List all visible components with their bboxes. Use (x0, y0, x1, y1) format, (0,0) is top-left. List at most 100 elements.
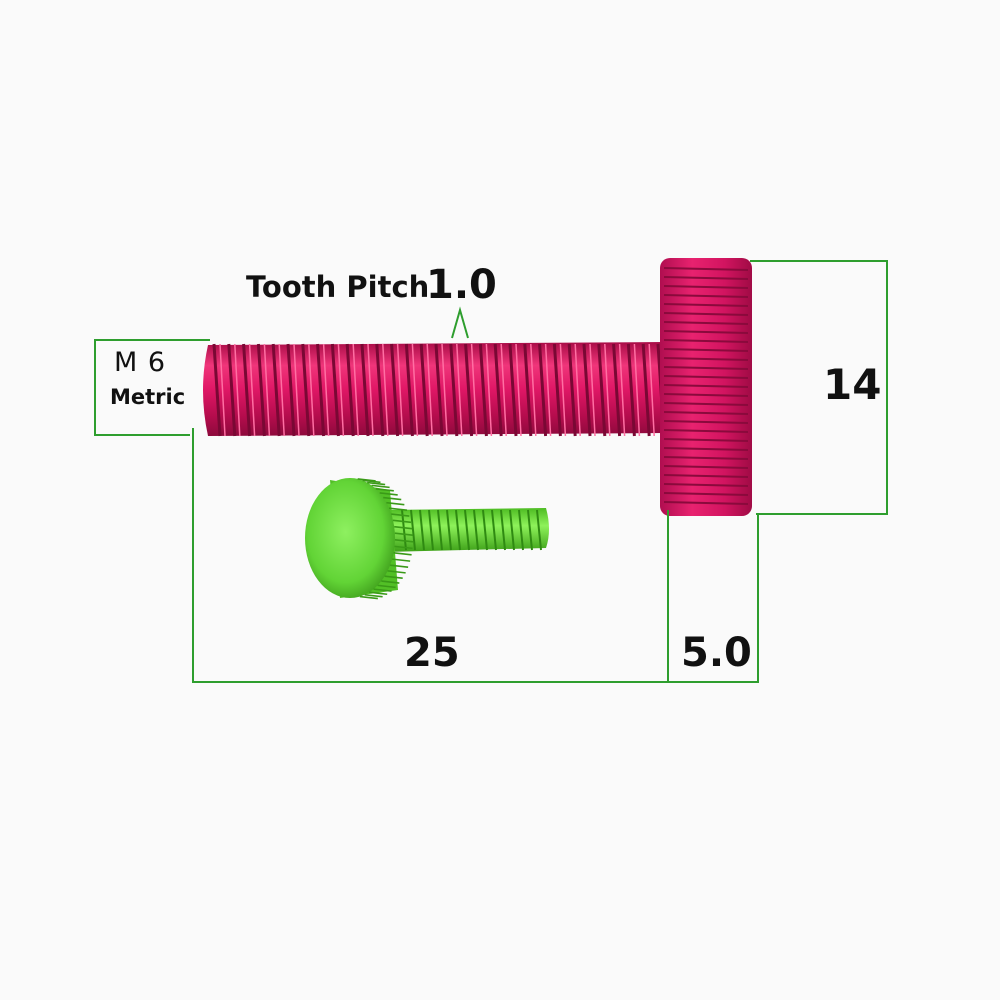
small-knurl-ridge (371, 484, 390, 489)
small-screw-head-knurling (357, 478, 414, 600)
m6-bracket (94, 339, 210, 436)
thread-groove (360, 343, 370, 437)
knurl-ridge (663, 402, 749, 406)
screw-threads (212, 343, 670, 437)
thread-highlight (648, 343, 655, 437)
small-thread-groove (509, 509, 515, 551)
head-diameter-bracket (750, 260, 888, 515)
thread-groove (434, 343, 444, 437)
small-knurl-ridge (392, 519, 412, 524)
small-knurl-ridge (359, 595, 378, 600)
small-knurl-ridge (394, 532, 413, 537)
thread-groove (316, 343, 326, 437)
head-thickness-dimension: 5.0 (681, 630, 752, 676)
pitch-pointer (451, 306, 469, 339)
dimension-lines (94, 260, 888, 683)
thread-standard-label: Metric (110, 385, 186, 409)
small-knurl-ridge (386, 501, 405, 506)
thread-highlight (352, 343, 359, 437)
small-thread-groove (437, 509, 443, 551)
small-thread-groove (401, 509, 407, 551)
thread-groove (464, 343, 474, 437)
small-thread-groove (473, 509, 479, 551)
thread-highlight (515, 343, 522, 437)
thread-highlight (574, 343, 581, 437)
knurl-ridge (663, 474, 749, 478)
knurl-ridge (663, 312, 749, 316)
small-knurl-ridge (383, 496, 402, 501)
small-knurl-ridge (393, 552, 412, 556)
thread-groove (330, 343, 340, 437)
thread-groove (301, 343, 311, 437)
thread-groove (641, 343, 651, 437)
thread-highlight (411, 343, 419, 437)
knurl-ridge (663, 294, 749, 298)
small-knurl-ridge (375, 488, 394, 492)
small-knurl-ridge (384, 575, 403, 579)
knurl-ridge (663, 375, 749, 379)
knurl-ridge (663, 267, 749, 271)
small-thread-groove (419, 509, 425, 551)
small-knurl-ridge (392, 558, 411, 562)
small-thread-groove (410, 509, 416, 551)
small-thread-groove (527, 509, 533, 551)
small-thread-groove (446, 509, 452, 551)
small-knurl-ridge (364, 593, 383, 598)
thread-groove (404, 343, 414, 437)
thread-highlight (234, 343, 241, 437)
thread-highlight (263, 343, 271, 437)
thread-highlight (470, 343, 478, 437)
small-knurl-ridge (369, 591, 388, 596)
thread-highlight (322, 343, 330, 437)
thread-highlight (367, 343, 374, 437)
thread-groove (390, 343, 400, 437)
thread-highlight (337, 343, 345, 437)
small-knurl-ridge (390, 564, 409, 568)
knurl-ridge (663, 348, 749, 352)
knurl-ridge (663, 339, 749, 343)
knurl-ridge (663, 330, 749, 334)
small-thread-groove (428, 509, 434, 551)
thread-highlight (456, 343, 463, 437)
knurl-ridge (663, 357, 749, 361)
small-knurl-ridge (388, 507, 408, 511)
thread-groove (626, 343, 636, 437)
thread-highlight (426, 343, 433, 437)
head-diameter-dimension: 14 (823, 360, 882, 409)
thread-groove (212, 343, 222, 437)
knurl-ridge (663, 447, 749, 451)
small-thread-groove (536, 509, 542, 551)
small-knurl-ridge (362, 479, 381, 484)
small-knurl-ridge (379, 492, 398, 496)
small-knurl-ridge (394, 539, 414, 543)
thread-groove (345, 343, 355, 437)
knurl-ridge (663, 303, 749, 307)
thread-groove (449, 343, 459, 437)
small-knurl-ridge (394, 525, 413, 530)
thread-highlight (308, 343, 315, 437)
thread-groove (567, 343, 577, 437)
thread-highlight (382, 343, 389, 437)
knurl-ridge (663, 456, 749, 460)
knurl-ridge (663, 321, 749, 325)
small-knurl-ridge (394, 545, 413, 550)
large-screw (203, 258, 752, 516)
thread-groove (256, 343, 266, 437)
head-thickness-bracket (667, 510, 759, 683)
tooth-pitch-value: 1.0 (426, 262, 497, 308)
thread-highlight (618, 343, 626, 437)
small-thread-groove (482, 509, 488, 551)
small-thread-groove (518, 509, 524, 551)
thread-highlight (219, 343, 226, 437)
small-thread-groove (491, 509, 497, 551)
thread-groove (242, 343, 252, 437)
small-screw (305, 478, 549, 600)
thread-highlight (441, 343, 448, 437)
thread-groove (227, 343, 237, 437)
small-thread-groove (500, 509, 506, 551)
thread-groove (597, 343, 607, 437)
knurl-ridge (663, 276, 749, 280)
thread-size-label: M 6 (114, 347, 167, 378)
thread-highlight (248, 343, 256, 437)
